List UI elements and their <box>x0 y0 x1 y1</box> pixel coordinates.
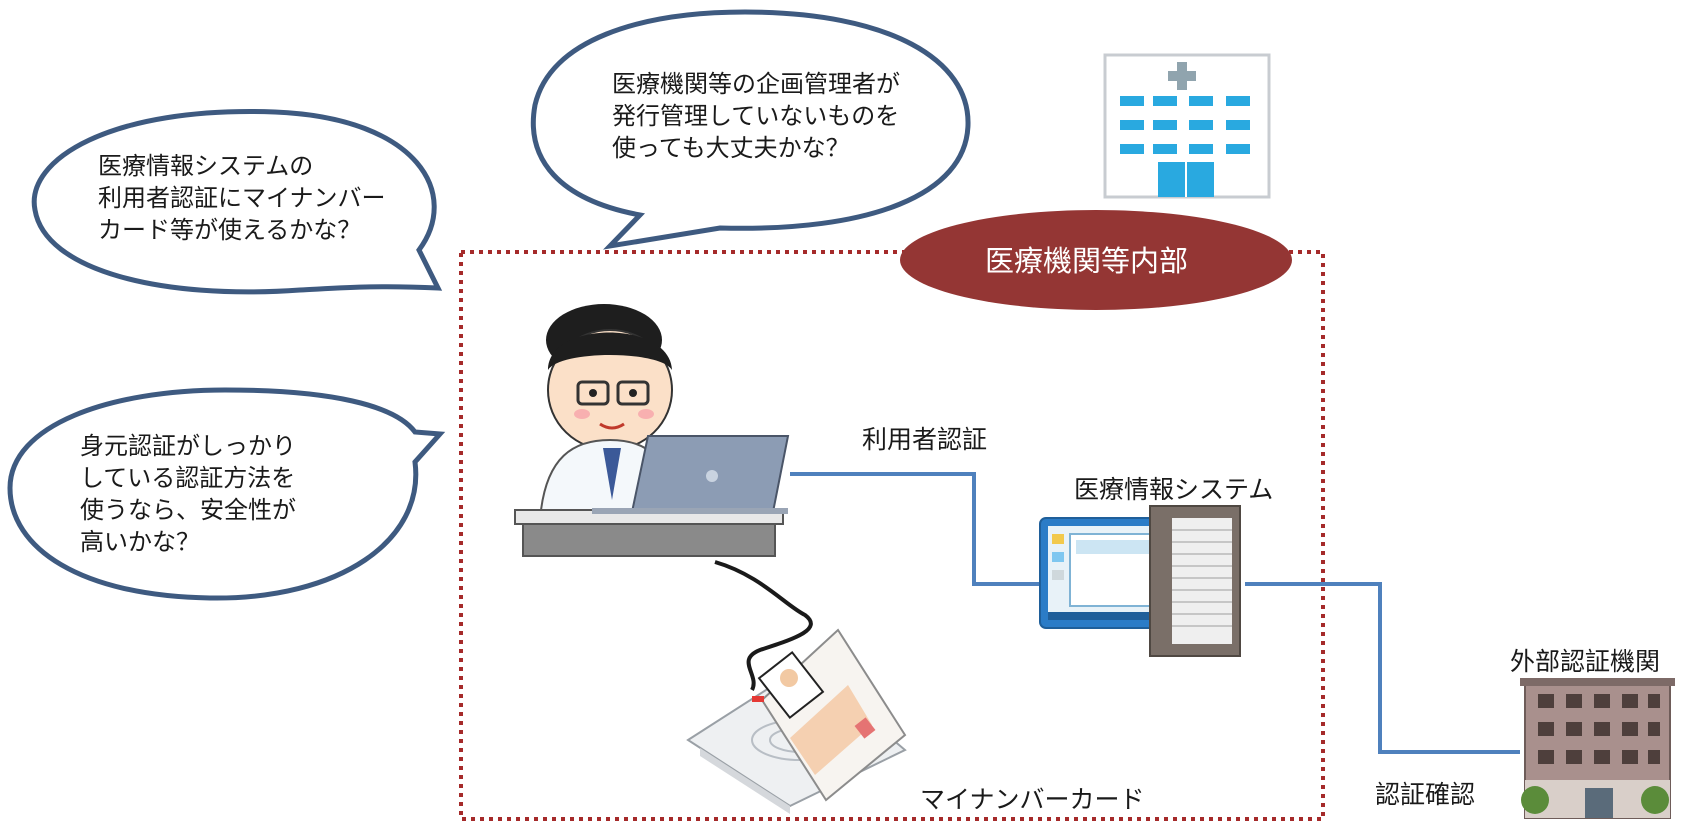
doctor-with-laptop-icon <box>514 304 790 557</box>
bubble-line: 医療機関等の企画管理者が <box>612 70 900 98</box>
user-auth-label: 利用者認証 <box>862 425 988 454</box>
external-auth-link <box>1245 582 1520 754</box>
bubble-line: している認証方法を <box>80 464 296 492</box>
bubble-line: 高いかな？ <box>80 528 200 556</box>
bubble-line: 医療情報システムの <box>98 152 314 180</box>
bubble-left-top-text: 医療情報システムの 利用者認証にマイナンバー カード等が使えるかな？ <box>98 150 386 246</box>
bubble-center-top-text: 医療機関等の企画管理者が 発行管理していないものを 使っても大丈夫かな？ <box>612 68 900 164</box>
speech-bubble-center-top <box>530 9 971 250</box>
auth-confirm-label: 認証確認 <box>1375 780 1476 809</box>
card-reader-cable <box>714 560 813 691</box>
bubble-line: カード等が使えるかな？ <box>98 216 362 244</box>
speech-bubble-left-middle <box>7 387 446 601</box>
internal-zone-badge <box>900 210 1292 310</box>
my-number-card-reader-icon <box>686 628 907 814</box>
speech-bubble-left-top <box>31 109 443 295</box>
internal-zone-border <box>459 250 1325 821</box>
medical-system-label: 医療情報システム <box>1074 475 1274 504</box>
bubble-left-middle-text: 身元認証がしっかり している認証方法を 使うなら、安全性が 高いかな？ <box>80 430 296 558</box>
external-authority-building-icon <box>1520 678 1675 819</box>
bubble-line: 身元認証がしっかり <box>80 432 296 460</box>
medical-system-terminal-icon <box>1039 505 1241 657</box>
bubble-line: 利用者認証にマイナンバー <box>98 184 386 212</box>
bubble-line: 使っても大丈夫かな？ <box>612 134 850 162</box>
hospital-icon <box>1103 53 1271 199</box>
user-auth-link <box>790 472 1040 586</box>
bubble-line: 発行管理していないものを <box>612 102 900 130</box>
external-authority-label: 外部認証機関 <box>1510 647 1661 676</box>
bubble-line: 使うなら、安全性が <box>80 496 296 524</box>
my-number-card-label: マイナンバーカード <box>920 785 1145 814</box>
internal-zone-label: 医療機関等内部 <box>985 244 1189 278</box>
